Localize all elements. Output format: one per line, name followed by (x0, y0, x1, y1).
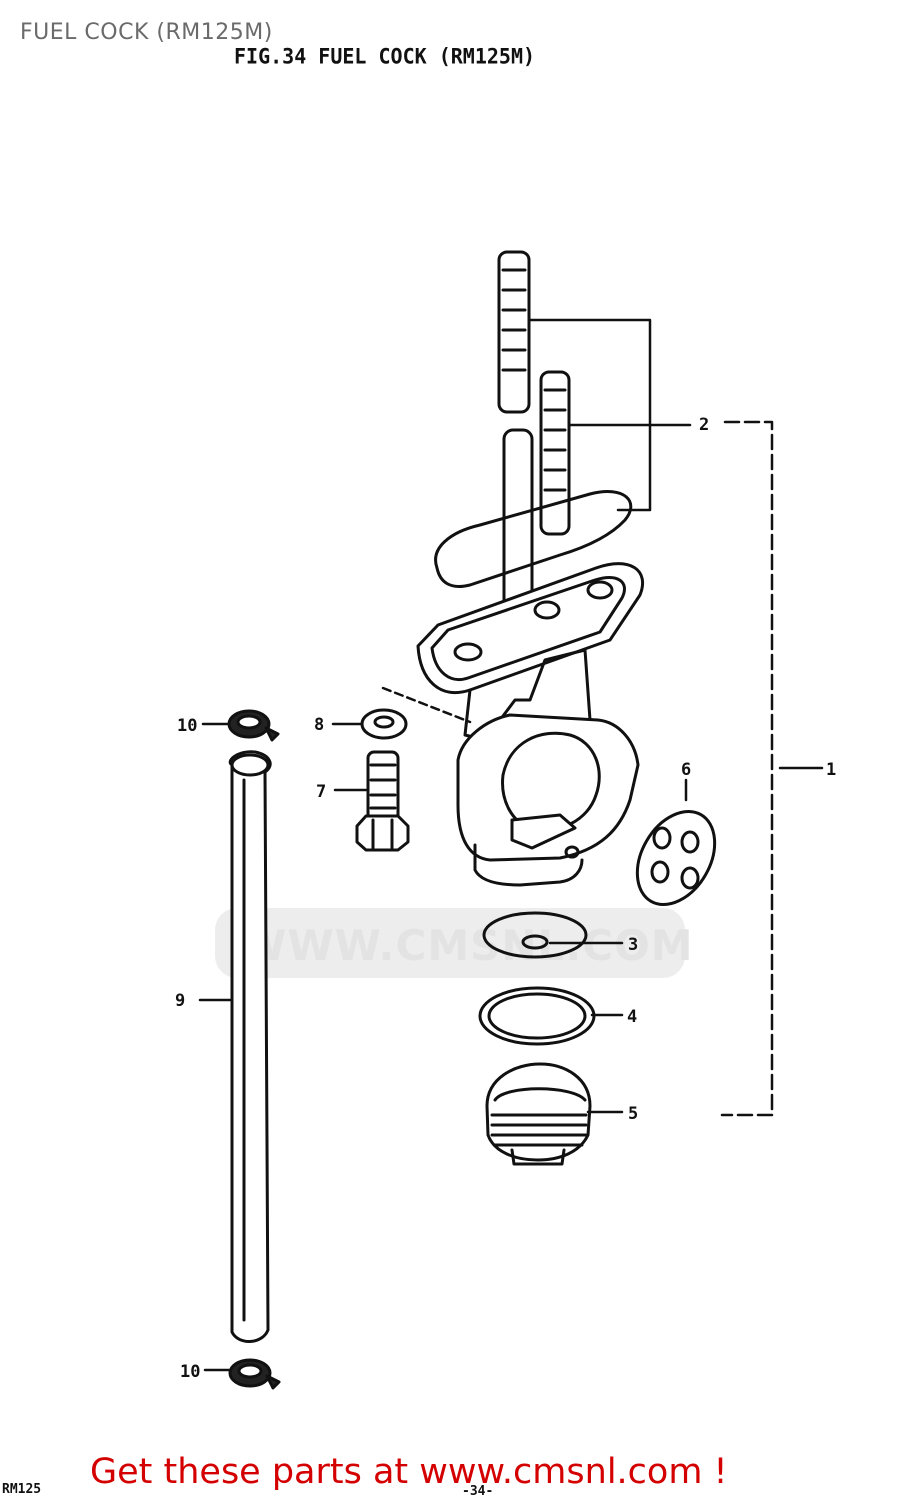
fuel-hose-icon[interactable] (228, 750, 272, 1343)
filter-disc-icon[interactable] (482, 911, 588, 959)
callout-3: 3 (628, 935, 638, 955)
o-ring-icon[interactable] (478, 986, 596, 1046)
fuel-cock-assembly-icon[interactable] (416, 562, 645, 887)
callout-10-top: 10 (177, 716, 197, 736)
callout-8: 8 (314, 715, 324, 735)
footer-model-code: RM125 (2, 1482, 42, 1497)
callout-5: 5 (628, 1104, 638, 1124)
page-title: FUEL COCK (RM125M) (20, 20, 273, 45)
callout-6: 6 (681, 760, 691, 780)
washer-icon[interactable] (360, 708, 408, 740)
callout-7: 7 (316, 782, 326, 802)
bolt-icon[interactable] (355, 750, 410, 852)
sediment-cup-icon[interactable] (485, 1062, 592, 1166)
callout-9: 9 (175, 991, 185, 1011)
callout-10-bottom: 10 (180, 1362, 200, 1382)
callout-2: 2 (699, 415, 709, 435)
footer-page-number: -34- (462, 1484, 494, 1499)
cmsnl-parts-link[interactable]: Get these parts at www.cmsnl.com ! (90, 1452, 728, 1492)
callout-1: 1 (826, 760, 836, 780)
figure-title: FIG.34 FUEL COCK (RM125M) (234, 43, 536, 69)
stud-bolt-icon[interactable] (497, 250, 571, 632)
valve-gasket-icon[interactable] (622, 798, 731, 919)
callout-4: 4 (627, 1007, 637, 1027)
watermark-text: WWW.CMSNL.COM (240, 921, 694, 970)
hose-clip-icon[interactable] (227, 709, 281, 1390)
